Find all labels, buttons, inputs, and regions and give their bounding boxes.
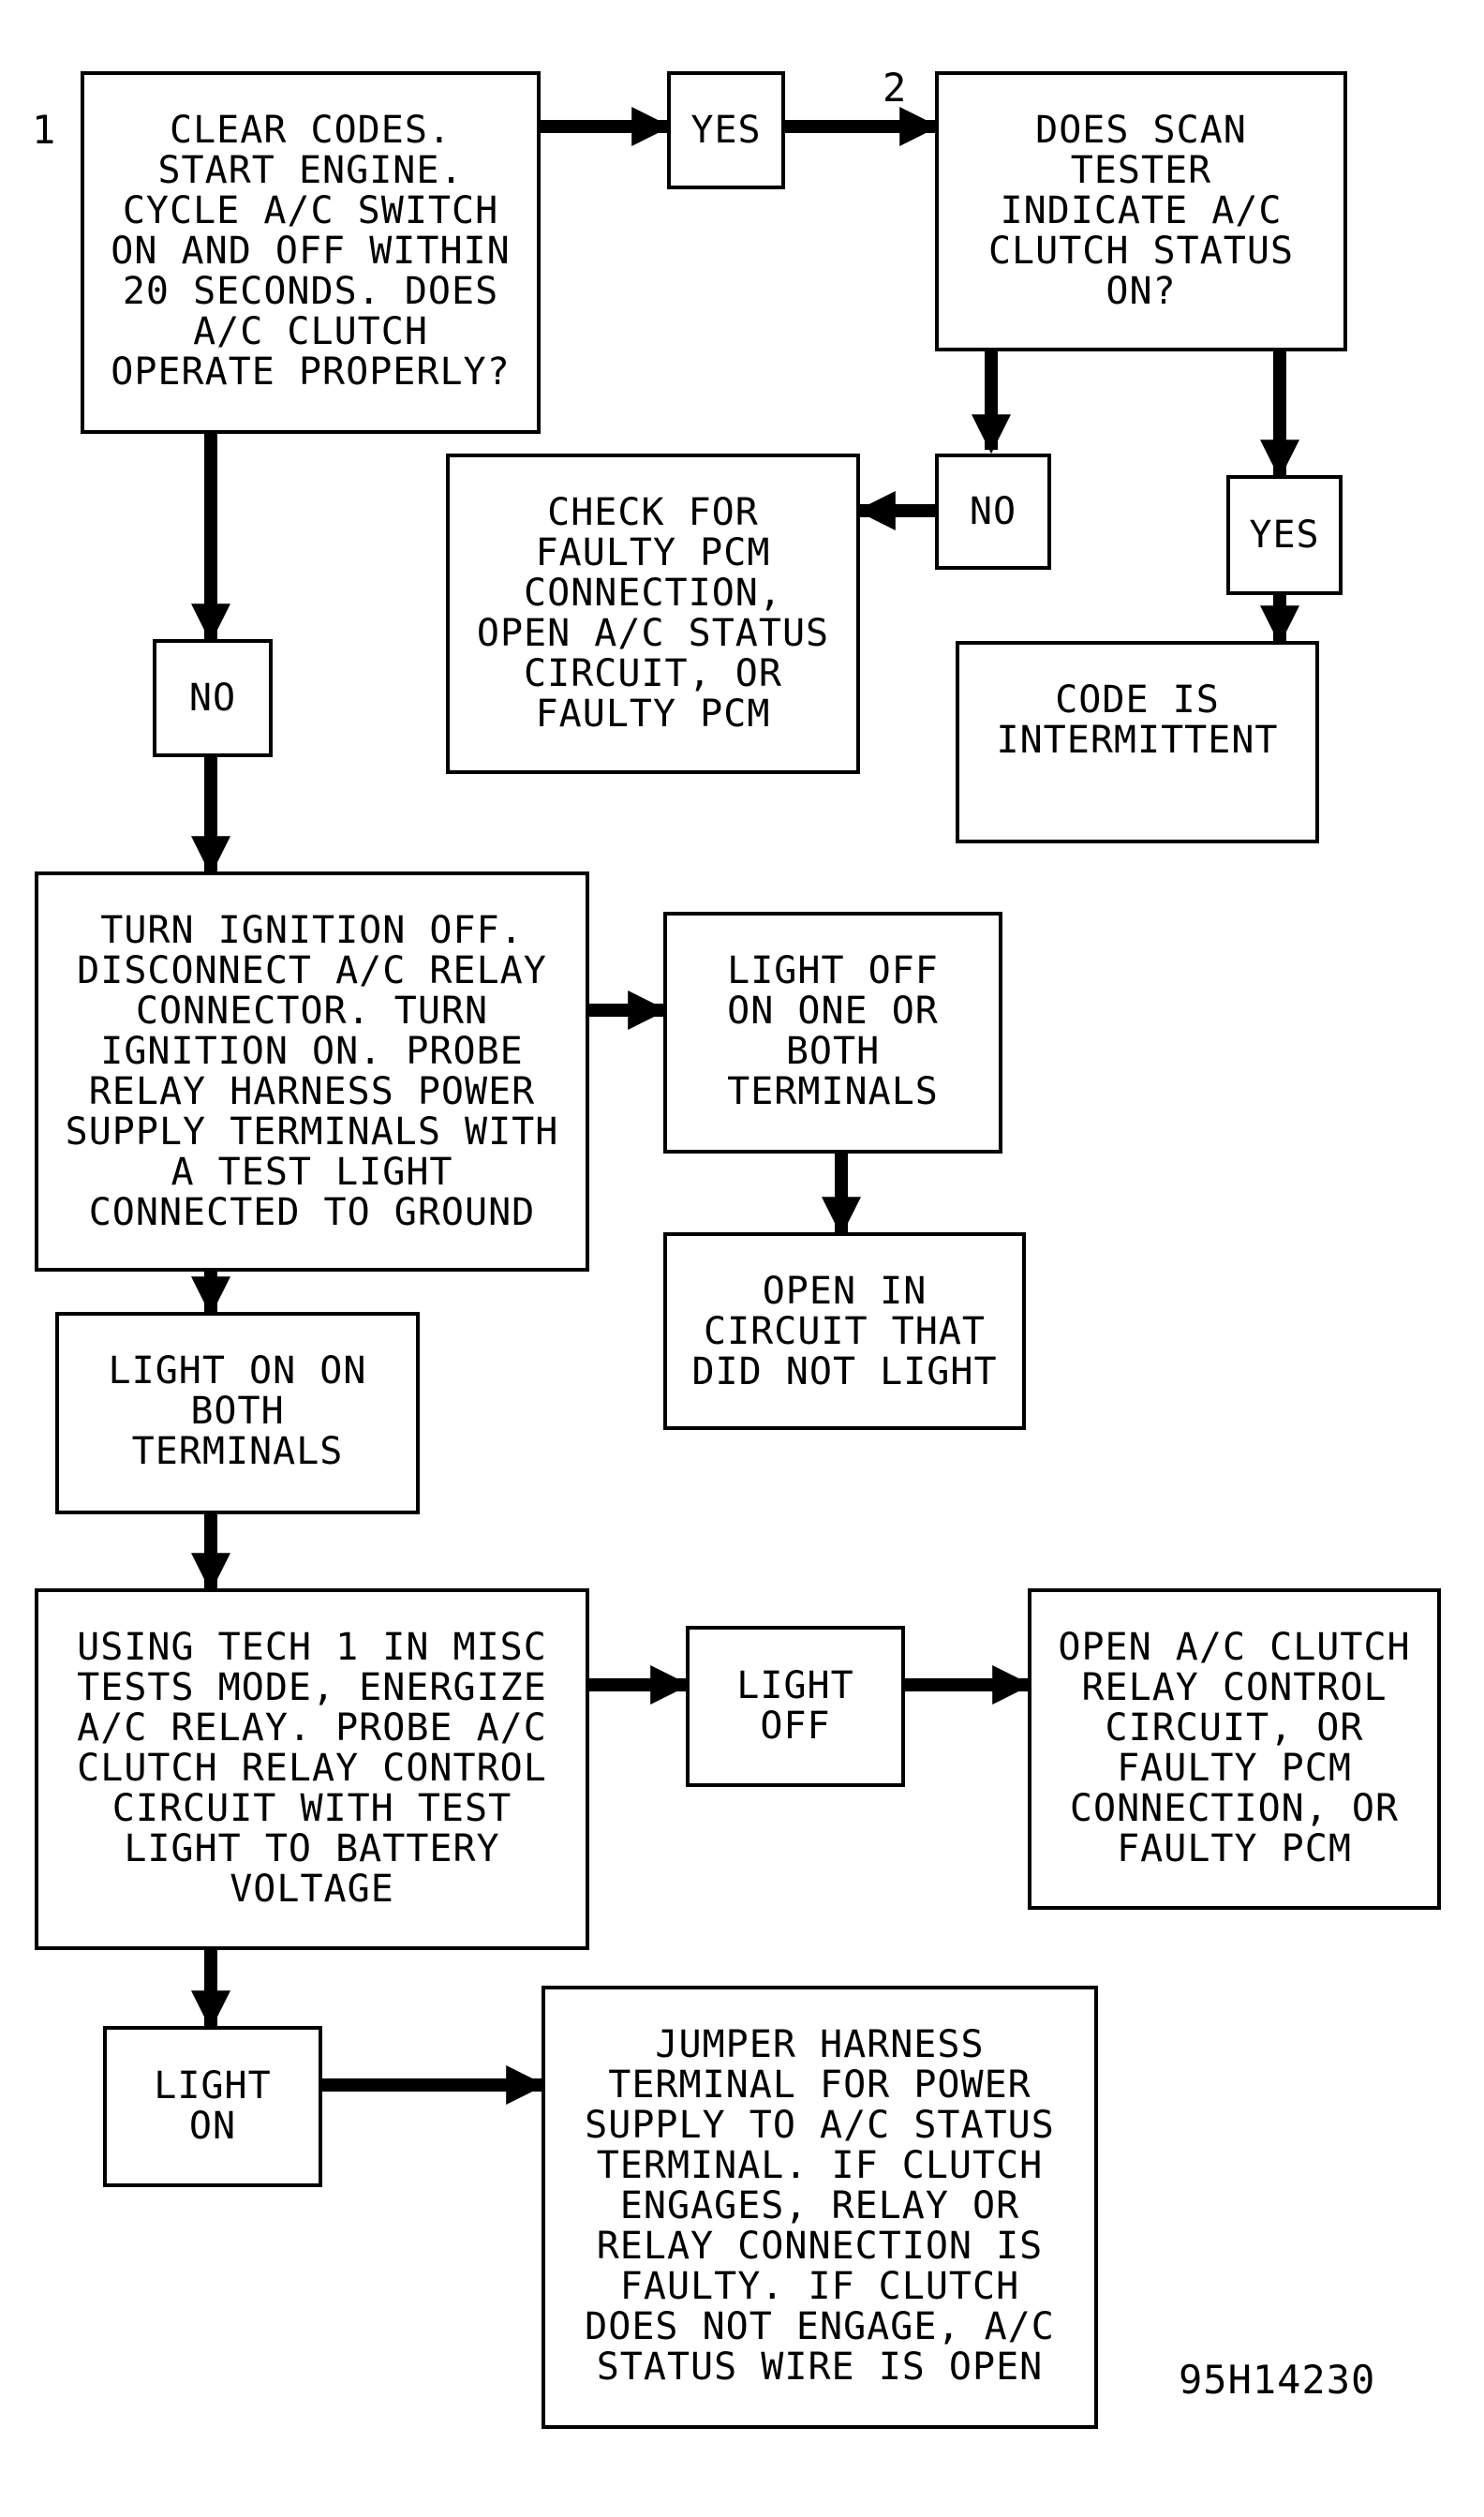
clear-codes-box: CLEAR CODES. START ENGINE. CYCLE A/C SWI… xyxy=(81,71,541,434)
code-intermittent-box: CODE IS INTERMITTENT xyxy=(956,641,1319,843)
yes-box-scan: YES xyxy=(1226,475,1343,595)
light-on-text: LIGHT ON xyxy=(154,2064,272,2148)
no-label-1: NO xyxy=(188,676,237,720)
light-off-box: LIGHT OFF xyxy=(686,1626,905,1787)
light-on-box: LIGHT ON xyxy=(103,2026,322,2187)
tech1-text: USING TECH 1 IN MISC TESTS MODE, ENERGIZ… xyxy=(77,1626,547,1911)
open-circuit-box: OPEN IN CIRCUIT THAT DID NOT LIGHT xyxy=(663,1232,1026,1430)
check-faulty-pcm-text: CHECK FOR FAULTY PCM CONNECTION, OPEN A/… xyxy=(476,491,830,736)
light-off-text: LIGHT OFF xyxy=(736,1664,854,1748)
light-off-one-text: LIGHT OFF ON ONE OR BOTH TERMINALS xyxy=(727,949,939,1113)
light-off-one-box: LIGHT OFF ON ONE OR BOTH TERMINALS xyxy=(663,912,1002,1154)
turn-ignition-box: TURN IGNITION OFF. DISCONNECT A/C RELAY … xyxy=(35,871,589,1272)
yes-label-1: YES xyxy=(690,108,762,152)
no-box-1: NO xyxy=(153,639,273,757)
turn-ignition-text: TURN IGNITION OFF. DISCONNECT A/C RELAY … xyxy=(65,909,559,1234)
step-number-2: 2 xyxy=(883,65,907,111)
jumper-harness-box: JUMPER HARNESS TERMINAL FOR POWER SUPPLY… xyxy=(542,1986,1098,2429)
light-on-both-text: LIGHT ON ON BOTH TERMINALS xyxy=(108,1349,367,1473)
light-on-both-box: LIGHT ON ON BOTH TERMINALS xyxy=(55,1312,420,1514)
no-label-scan: NO xyxy=(969,489,1017,533)
clear-codes-text: CLEAR CODES. START ENGINE. CYCLE A/C SWI… xyxy=(111,109,511,394)
figure-number: 95H14230 xyxy=(1179,2357,1376,2403)
scan-tester-box: DOES SCAN TESTER INDICATE A/C CLUTCH STA… xyxy=(935,71,1347,351)
yes-box-1: YES xyxy=(667,71,785,189)
no-box-scan: NO xyxy=(935,454,1051,570)
jumper-harness-text: JUMPER HARNESS TERMINAL FOR POWER SUPPLY… xyxy=(585,2023,1055,2389)
open-circuit-text: OPEN IN CIRCUIT THAT DID NOT LIGHT xyxy=(691,1270,998,1393)
open-relay-control-box: OPEN A/C CLUTCH RELAY CONTROL CIRCUIT, O… xyxy=(1028,1588,1441,1910)
step-number-1: 1 xyxy=(32,107,56,153)
scan-tester-text: DOES SCAN TESTER INDICATE A/C CLUTCH STA… xyxy=(987,109,1295,313)
code-intermittent-text: CODE IS INTERMITTENT xyxy=(996,678,1279,762)
yes-label-scan: YES xyxy=(1249,513,1320,557)
open-relay-control-text: OPEN A/C CLUTCH RELAY CONTROL CIRCUIT, O… xyxy=(1058,1626,1411,1870)
tech1-box: USING TECH 1 IN MISC TESTS MODE, ENERGIZ… xyxy=(35,1588,589,1950)
check-faulty-pcm-box: CHECK FOR FAULTY PCM CONNECTION, OPEN A/… xyxy=(446,454,860,774)
